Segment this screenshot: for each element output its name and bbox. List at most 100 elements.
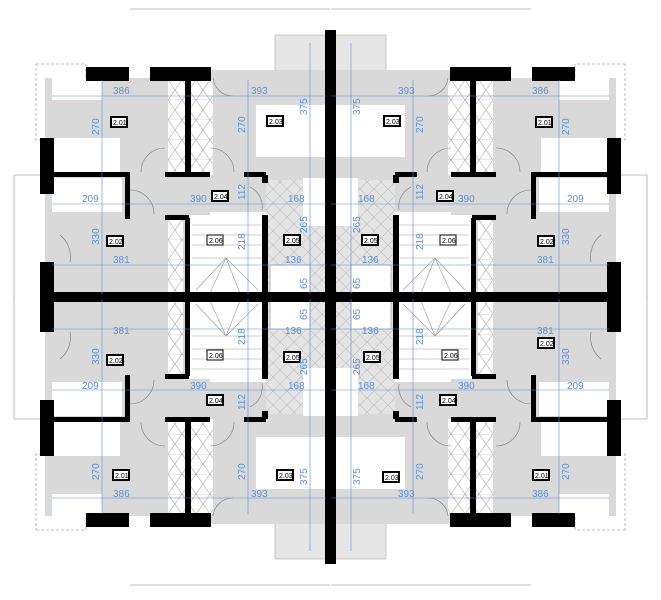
- dim-381: 381: [113, 255, 130, 266]
- labels-bottom-right: 2.01 2.02 2.03 2.04 2.05 2.06 386 393 20…: [352, 308, 584, 500]
- dim-209: 209: [82, 194, 99, 205]
- svg-text:65: 65: [299, 308, 310, 320]
- svg-text:2.05: 2.05: [286, 238, 300, 245]
- svg-text:2.01: 2.01: [115, 473, 129, 480]
- room-tag-206: 2.06: [439, 234, 457, 246]
- room-tag-202: 2.02: [106, 354, 124, 366]
- room-tag-205: 2.05: [363, 351, 381, 363]
- svg-text:65: 65: [352, 308, 363, 320]
- svg-text:2.05: 2.05: [366, 355, 380, 362]
- svg-text:386: 386: [532, 86, 549, 97]
- svg-text:218: 218: [237, 328, 248, 345]
- svg-text:2.02: 2.02: [540, 239, 554, 246]
- svg-text:390: 390: [458, 381, 475, 392]
- svg-text:112: 112: [415, 184, 426, 200]
- dim-375: 375: [299, 98, 310, 115]
- svg-text:168: 168: [358, 381, 375, 392]
- svg-text:265: 265: [352, 216, 363, 233]
- svg-text:270: 270: [415, 116, 426, 133]
- svg-text:270: 270: [91, 463, 102, 480]
- unit-bottom-left: [13, 293, 336, 586]
- labels-top-left: 2.01 2.02 2.03 2.04 2.05 2.06 386 393 20…: [82, 86, 310, 289]
- room-tag-203: 2.03: [276, 469, 294, 481]
- dim-330: 330: [91, 228, 102, 245]
- svg-text:330: 330: [91, 348, 102, 365]
- room-tag-205: 2.05: [361, 234, 379, 246]
- room-tag-201: 2.01: [110, 116, 128, 128]
- svg-text:270: 270: [561, 118, 572, 135]
- svg-text:265: 265: [352, 358, 363, 375]
- unit-bottom-right: [325, 293, 648, 586]
- dim-265: 265: [299, 216, 310, 233]
- svg-text:218: 218: [415, 233, 426, 250]
- svg-text:2.03: 2.03: [386, 119, 400, 126]
- svg-text:65: 65: [352, 277, 363, 289]
- dim-168: 168: [288, 194, 305, 205]
- svg-text:381: 381: [113, 326, 130, 337]
- svg-text:2.02: 2.02: [540, 341, 554, 348]
- dim-112: 112: [237, 184, 248, 200]
- room-tag-204: 2.04: [211, 190, 229, 202]
- svg-text:393: 393: [251, 489, 268, 500]
- dim-390: 390: [190, 194, 207, 205]
- labels-top-right: 2.01 2.02 2.03 2.04 2.05 2.06 386 393 20…: [352, 86, 584, 289]
- room-tag-202: 2.02: [106, 235, 124, 247]
- room-tag-201: 2.01: [112, 469, 130, 481]
- room-tag-206: 2.06: [441, 349, 459, 361]
- dim-386: 386: [113, 86, 130, 97]
- dim-136: 136: [285, 255, 302, 266]
- svg-text:136: 136: [362, 255, 379, 266]
- svg-text:375: 375: [352, 98, 363, 115]
- svg-text:2.06: 2.06: [444, 353, 458, 360]
- labels-bottom-left: 2.01 2.02 2.03 2.04 2.05 2.06 386 393 20…: [82, 308, 310, 500]
- room-tag-203: 2.03: [382, 471, 400, 483]
- svg-text:270: 270: [561, 463, 572, 480]
- dim-270-left: 270: [91, 118, 102, 135]
- room-tag-202: 2.02: [537, 337, 555, 349]
- svg-text:386: 386: [532, 489, 549, 500]
- svg-text:2.06: 2.06: [209, 238, 223, 245]
- svg-text:218: 218: [415, 328, 426, 345]
- svg-text:2.05: 2.05: [286, 355, 300, 362]
- room-tag-203: 2.03: [383, 115, 401, 127]
- svg-text:136: 136: [285, 326, 302, 337]
- room-tag-201: 2.01: [532, 469, 550, 481]
- room-tag-205: 2.05: [283, 234, 301, 246]
- svg-text:209: 209: [567, 381, 584, 392]
- svg-text:2.01: 2.01: [113, 120, 127, 127]
- dim-270-right: 270: [237, 116, 248, 133]
- svg-text:381: 381: [537, 326, 554, 337]
- svg-text:390: 390: [458, 194, 475, 205]
- svg-text:375: 375: [299, 468, 310, 485]
- svg-text:270: 270: [415, 463, 426, 480]
- svg-text:136: 136: [362, 326, 379, 337]
- svg-text:2.04: 2.04: [214, 194, 228, 201]
- svg-text:2.06: 2.06: [209, 353, 223, 360]
- dim-65: 65: [299, 277, 310, 289]
- room-tag-203: 2.03: [266, 115, 284, 127]
- svg-text:2.01: 2.01: [538, 120, 552, 127]
- svg-text:112: 112: [237, 394, 248, 410]
- svg-text:2.01: 2.01: [535, 473, 549, 480]
- room-tag-205: 2.05: [283, 351, 301, 363]
- svg-text:2.04: 2.04: [439, 194, 453, 201]
- svg-text:381: 381: [537, 255, 554, 266]
- svg-text:2.04: 2.04: [442, 398, 456, 405]
- room-tag-202: 2.02: [537, 235, 555, 247]
- svg-text:393: 393: [398, 489, 415, 500]
- svg-text:330: 330: [561, 348, 572, 365]
- svg-text:2.05: 2.05: [364, 238, 378, 245]
- svg-text:209: 209: [567, 194, 584, 205]
- svg-text:112: 112: [415, 394, 426, 410]
- svg-text:375: 375: [352, 468, 363, 485]
- room-tag-204: 2.04: [439, 394, 457, 406]
- dim-218: 218: [237, 233, 248, 250]
- svg-text:2.03: 2.03: [269, 119, 283, 126]
- svg-text:390: 390: [190, 381, 207, 392]
- svg-text:2.04: 2.04: [209, 398, 223, 405]
- svg-text:270: 270: [237, 463, 248, 480]
- room-tag-201: 2.01: [535, 116, 553, 128]
- room-tag-206: 2.06: [206, 349, 224, 361]
- svg-text:265: 265: [299, 358, 310, 375]
